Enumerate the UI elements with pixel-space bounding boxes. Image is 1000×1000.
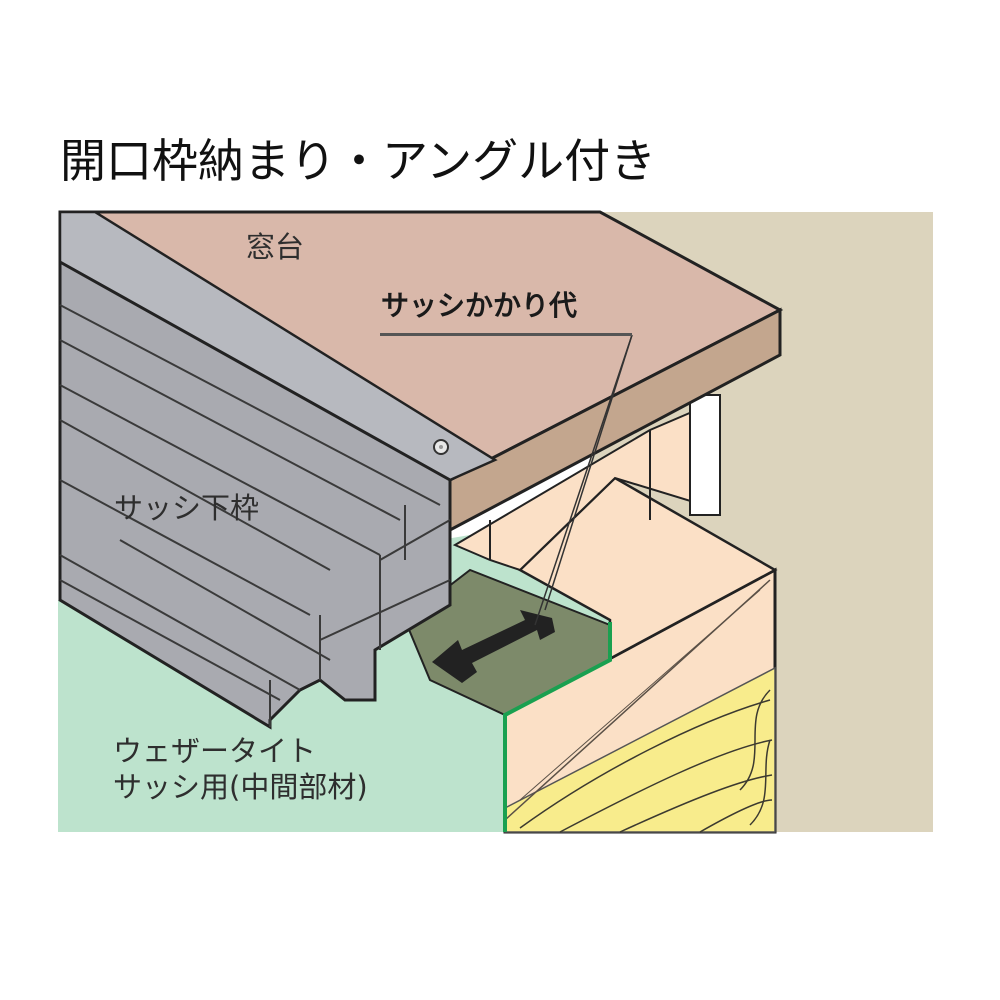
label-weathertight-line1: ウェザータイト [113, 734, 317, 768]
stud-white-gap [689, 394, 721, 516]
sash-frame-top [58, 210, 498, 482]
label-sash-overlap-underline [380, 333, 632, 336]
accent-green-edge [503, 622, 612, 832]
screw-icon [433, 439, 449, 455]
label-sash-overlap: サッシかかり代 [381, 289, 578, 322]
label-weathertight-line2: サッシ用(中間部材) [113, 770, 368, 804]
label-window-sill: 窓台 [246, 230, 305, 264]
label-sash-bottom-frame: サッシ下枠 [114, 491, 260, 525]
double-headed-arrow-icon [432, 610, 555, 683]
diagram-title: 開口枠納まり・アングル付き [60, 134, 657, 188]
stud-back [452, 398, 721, 572]
